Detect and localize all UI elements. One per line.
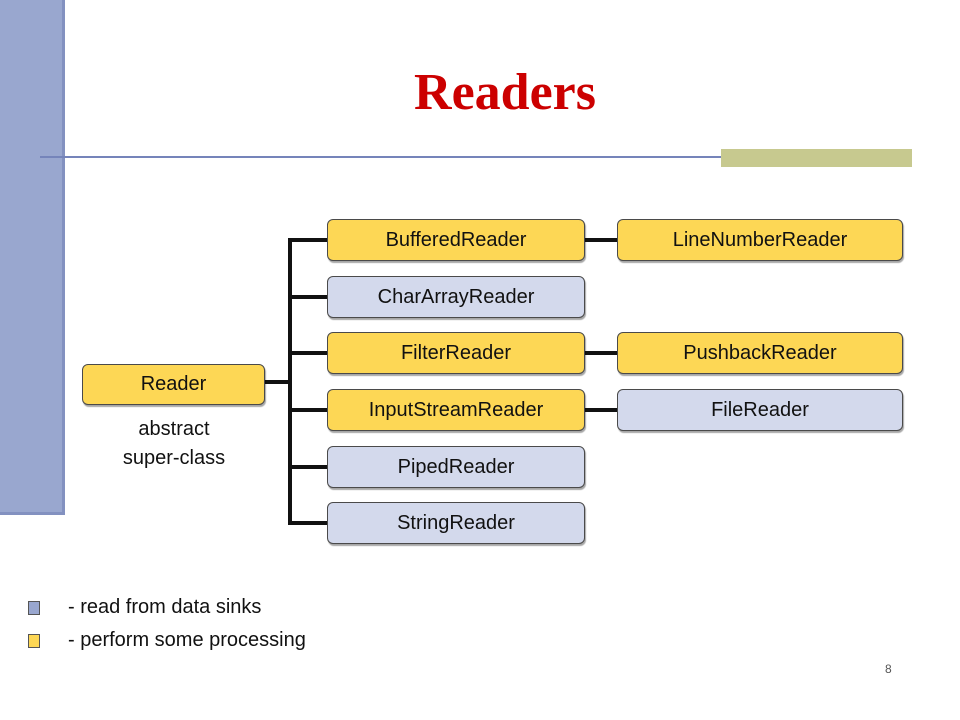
legend-swatch-processing <box>28 633 40 648</box>
node-stringreader: StringReader <box>327 502 585 544</box>
slide-title: Readers <box>414 64 596 121</box>
node-inputstreamreader: InputStreamReader <box>327 389 585 431</box>
legend-item-data-sinks: - read from data sinks <box>28 596 261 619</box>
node-bufferedreader: BufferedReader <box>327 219 585 261</box>
side-bar <box>0 0 65 515</box>
legend-label-sink: - read from data sinks <box>68 596 262 618</box>
node-reader: Reader <box>82 364 265 405</box>
legend-label-processing: - perform some processing <box>68 629 306 651</box>
caption-line-2: super-class <box>122 447 226 469</box>
root-caption: abstract super-class <box>84 415 264 473</box>
title-rule-accent <box>721 149 912 167</box>
page-number: 8 <box>885 662 892 676</box>
caption-line-1: abstract <box>138 418 210 440</box>
legend-item-processing: - perform some processing <box>28 629 306 652</box>
node-linenumberreader: LineNumberReader <box>617 219 903 261</box>
title-rule <box>40 156 912 158</box>
node-pushbackreader: PushbackReader <box>617 332 903 374</box>
node-filereader: FileReader <box>617 389 903 431</box>
node-filterreader: FilterReader <box>327 332 585 374</box>
node-chararrayreader: CharArrayReader <box>327 276 585 318</box>
node-pipedreader: PipedReader <box>327 446 585 488</box>
legend-swatch-sink <box>28 600 40 615</box>
